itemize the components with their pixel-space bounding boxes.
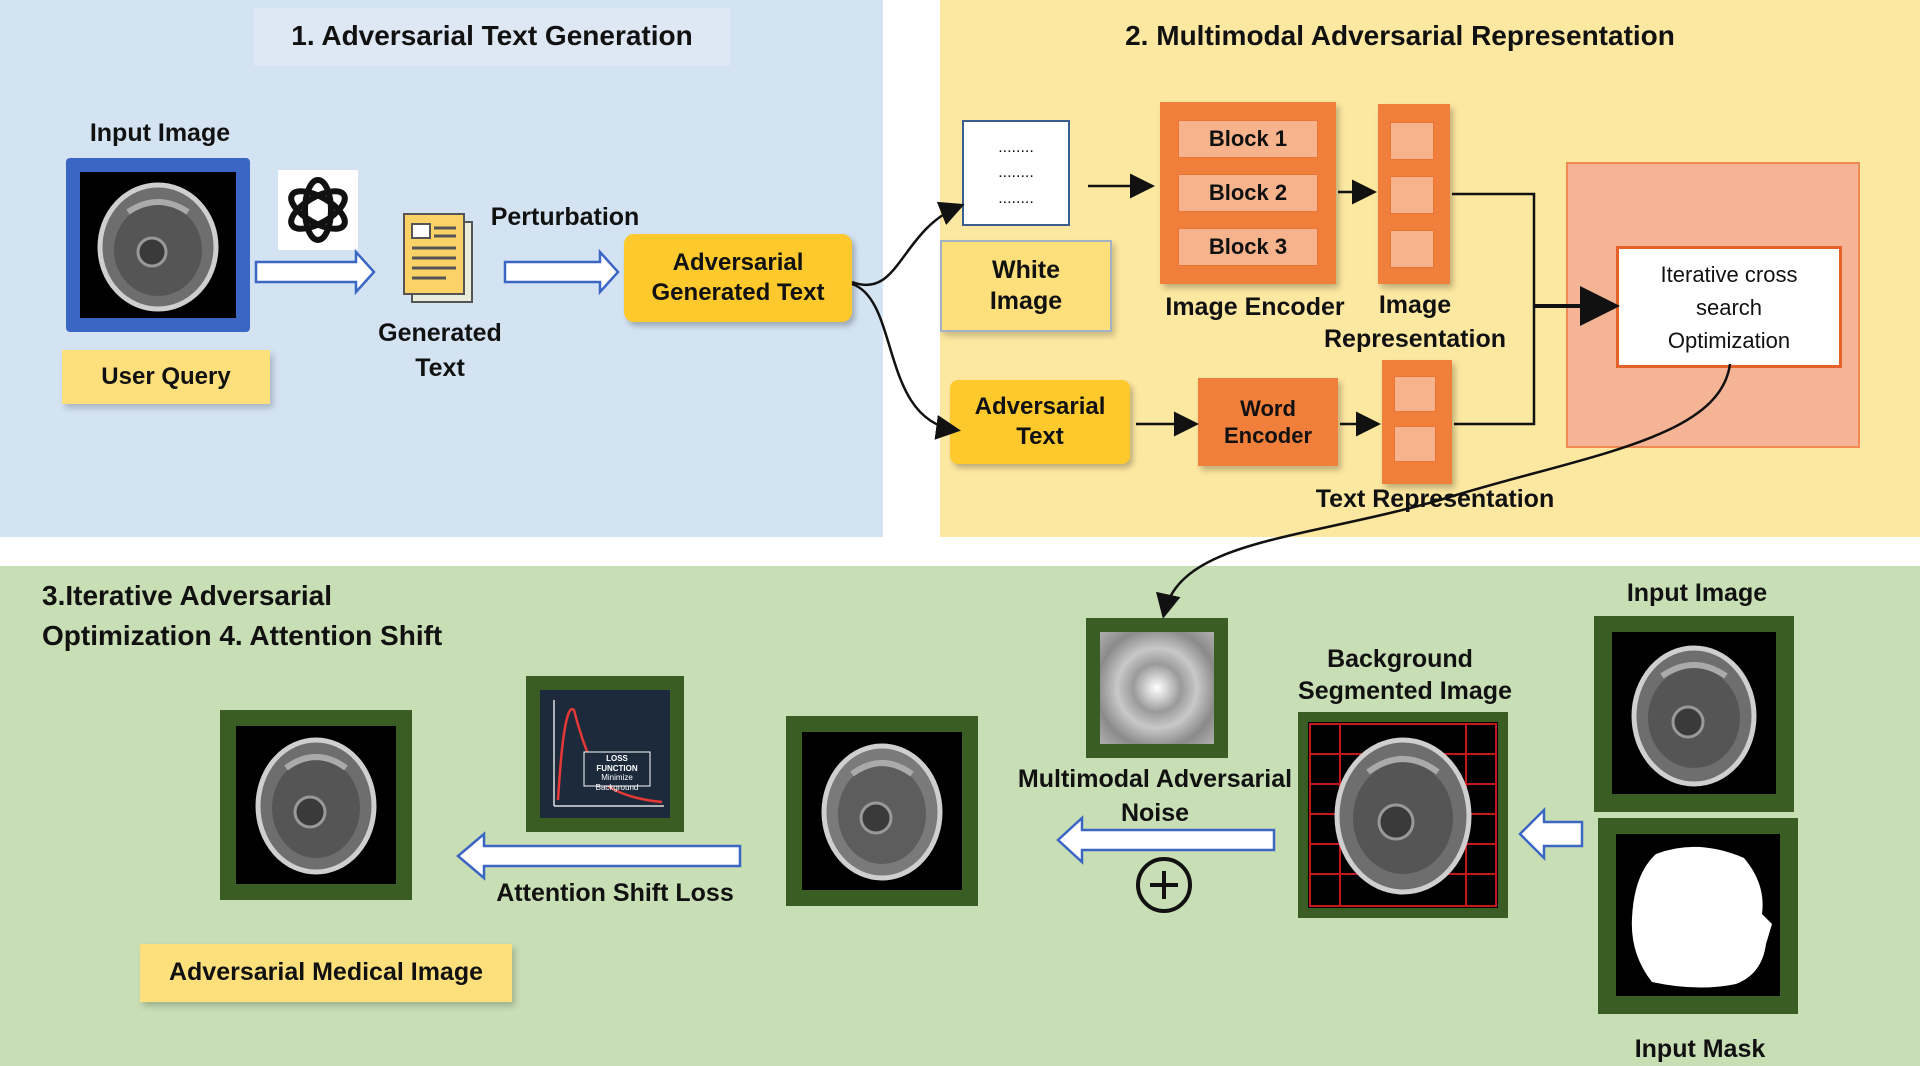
word-encoder-line1: Word (1240, 395, 1296, 421)
background-segmented-line1: Background (1327, 645, 1473, 673)
section3-title-line2: Optimization 4. Attention Shift (42, 620, 443, 651)
segmented-image-frame (1298, 712, 1508, 918)
image-rep-cell-3 (1390, 230, 1434, 268)
loss-function-image: LOSS FUNCTION Minimize Background (540, 690, 670, 818)
image-representation-line1: Image (1378, 291, 1452, 319)
user-query-label: User Query (101, 363, 231, 390)
multimodal-noise-line2: Noise (1120, 799, 1190, 827)
white-image-line2: Image (989, 287, 1063, 315)
iterative-line2: search (1695, 294, 1763, 320)
block-1: Block 1 (1178, 120, 1318, 158)
input-mask-frame (1598, 818, 1798, 1014)
noise-image-frame (1086, 618, 1228, 758)
adversarial-medical-image-box: Adversarial Medical Image (140, 944, 512, 1002)
block-2: Block 2 (1178, 174, 1318, 212)
noisy-mri-image (802, 732, 962, 890)
image-rep-cell-1 (1390, 122, 1434, 160)
input-image-label-2: Input Image (1626, 579, 1768, 607)
text-representation-block (1382, 360, 1452, 484)
plus-circle-icon (1135, 856, 1193, 914)
adversarial-medical-image-label: Adversarial Medical Image (168, 958, 484, 987)
text-rep-cell-1 (1394, 376, 1436, 412)
loss-function-frame: LOSS FUNCTION Minimize Background (526, 676, 684, 832)
generated-text-line2: Text (415, 354, 465, 382)
input-image-label: Input Image (89, 119, 231, 147)
section1-title-bg (254, 8, 730, 66)
adv-gen-text-line2: Generated Text (651, 279, 825, 306)
multimodal-noise-line1: Multimodal Adversarial (1017, 765, 1293, 793)
section3-title-line1: 3.Iterative Adversarial (42, 580, 333, 611)
white-image-box: White Image (940, 240, 1112, 332)
word-encoder-block: Word Encoder (1198, 378, 1338, 466)
iterative-cross-search-box: Iterative cross search Optimization (1616, 246, 1842, 368)
loss-function-line1: Minimize (601, 773, 633, 783)
white-image-dots-2: ........ (998, 164, 1034, 182)
noisy-image-frame (786, 716, 978, 906)
white-image-thumbnail: ........ ........ ........ (962, 120, 1070, 226)
white-image-dots-1: ........ (998, 138, 1034, 156)
input-mri-image (80, 172, 236, 318)
text-representation-label: Text Representation (1315, 485, 1555, 513)
perturbation-label: Perturbation (490, 203, 640, 231)
section1-title: 1. Adversarial Text Generation (291, 20, 693, 51)
adv-text-line2: Text (1016, 423, 1064, 450)
segmented-mri-image (1308, 722, 1498, 908)
input-mask-label: Input Mask (1634, 1035, 1766, 1063)
image-representation-block (1378, 104, 1450, 284)
section2-title: 2. Multimodal Adversarial Representation (1125, 20, 1675, 51)
loss-function-title: LOSS FUNCTION (596, 754, 638, 773)
image-encoder-label: Image Encoder (1165, 293, 1345, 321)
user-query-box: User Query (62, 350, 270, 404)
loss-function-line2: Background (595, 782, 639, 792)
optimization-container: Iterative cross search Optimization (1566, 162, 1860, 448)
image-encoder-block: Block 1 Block 2 Block 3 (1160, 102, 1336, 284)
white-image-line1: White (991, 255, 1061, 284)
adv-text-line1: Adversarial (974, 393, 1106, 420)
background-segmented-line2: Segmented Image (1298, 677, 1512, 705)
white-image-dots-3: ........ (998, 189, 1034, 207)
attention-shift-loss-label: Attention Shift Loss (496, 879, 734, 907)
iterative-line1: Iterative cross (1660, 261, 1798, 287)
iterative-line3: Optimization (1667, 327, 1791, 353)
image-rep-cell-2 (1390, 176, 1434, 214)
loss-function-text: LOSS FUNCTION Minimize Background (586, 754, 648, 792)
input-image-frame-2 (1594, 616, 1794, 812)
text-rep-cell-2 (1394, 426, 1436, 462)
generated-text-line1: Generated (378, 319, 502, 347)
document-icon (400, 212, 480, 308)
input-mri-image-2 (1612, 632, 1776, 794)
adversarial-noise-image (1100, 632, 1214, 744)
adversarial-generated-text-box: Adversarial Generated Text (624, 234, 852, 322)
adversarial-mri-image (236, 726, 396, 884)
input-mask-image (1616, 834, 1780, 996)
image-representation-line2: Representation (1324, 325, 1506, 353)
adversarial-image-frame (220, 710, 412, 900)
openai-logo-icon (278, 170, 358, 250)
input-image-frame (66, 158, 250, 332)
block-3: Block 3 (1178, 228, 1318, 266)
adversarial-text-box: Adversarial Text (950, 380, 1130, 464)
word-encoder-line2: Encoder (1223, 423, 1313, 448)
adv-gen-text-line1: Adversarial (672, 249, 804, 276)
